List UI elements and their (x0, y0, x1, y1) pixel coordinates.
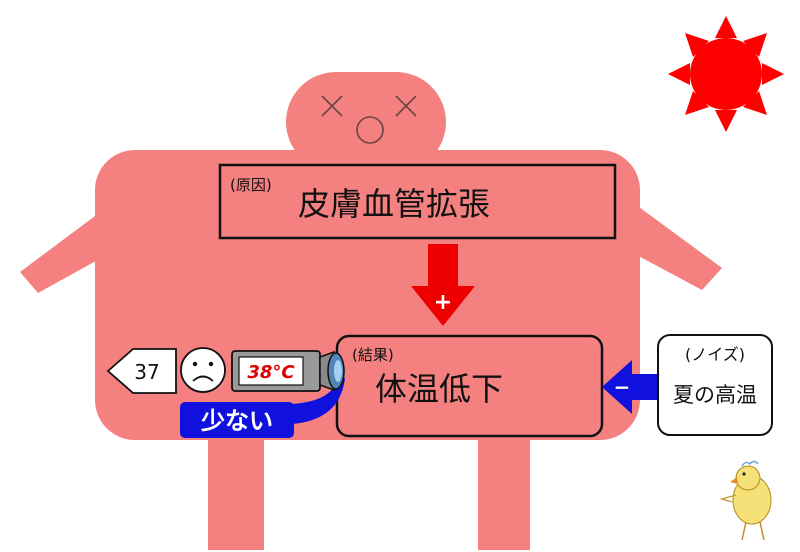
cause-arrow: + (411, 244, 475, 326)
camera-icon: 38°C (231, 350, 345, 424)
sad-face-icon (180, 347, 226, 393)
cause-box: (原因) 皮膚血管拡張 (218, 163, 617, 240)
sample-count-badge: 37 (106, 348, 177, 394)
noise-prefix: (ノイズ) (685, 345, 745, 364)
verdict-label: 少ない (200, 407, 273, 435)
sun-icon (668, 16, 784, 132)
noise-arrow-sign: − (614, 375, 631, 399)
noise-box: (ノイズ) 夏の高温 (657, 334, 773, 436)
result-box: (結果) 体温低下 (335, 334, 604, 438)
thermo-reading: 38°C (247, 362, 295, 383)
result-label: 体温低下 (375, 370, 503, 408)
sample-count: 37 (134, 360, 159, 384)
cause-prefix: (原因) (230, 176, 272, 194)
mouth (356, 116, 384, 144)
verdict-badge: 少ない (180, 402, 294, 438)
noise-label: 夏の高温 (673, 383, 757, 407)
cause-label: 皮膚血管拡張 (298, 185, 490, 223)
result-prefix: (結果) (352, 346, 394, 364)
chick-icon (719, 460, 772, 541)
cause-arrow-sign: + (434, 290, 452, 315)
body-figure (20, 72, 722, 550)
face (321, 95, 417, 144)
noise-arrow: − (602, 360, 658, 414)
head (286, 72, 446, 172)
